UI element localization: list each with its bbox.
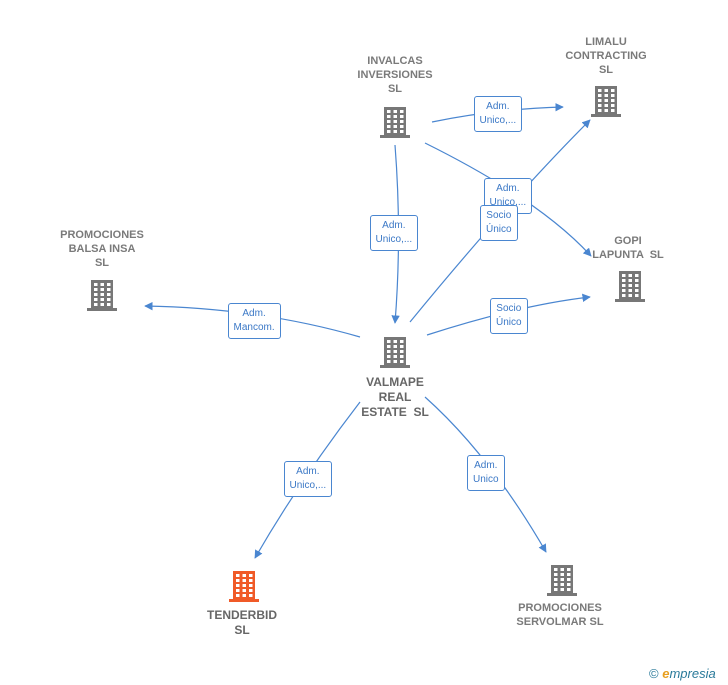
node-label-promobalsa[interactable]: PROMOCIONES BALSA INSA SL (60, 229, 144, 269)
node-label-servolmar[interactable]: PROMOCIONES SERVOLMAR SL (516, 602, 604, 628)
node-label-invalcas[interactable]: INVALCAS INVERSIONES SL (357, 55, 433, 95)
edge-label-valmape-tenderbid[interactable]: Adm. Unico,... (283, 461, 333, 497)
edge-label-valmape-gopi[interactable]: Socio Único (490, 298, 528, 334)
building-icon[interactable] (87, 280, 117, 311)
node-label-limalu[interactable]: LIMALU CONTRACTING SL (565, 36, 647, 76)
building-icon[interactable] (229, 571, 259, 602)
node-label-valmape[interactable]: VALMAPE REAL ESTATE SL (361, 375, 429, 419)
edge-label-invalcas-valmape[interactable]: Adm. Unico,... (369, 215, 419, 251)
edge-label-valmape-limalu[interactable]: Socio Único (480, 205, 518, 241)
building-icon[interactable] (380, 337, 410, 368)
brand-initial: e (662, 666, 670, 681)
copyright-symbol: © (649, 666, 659, 681)
brand-footer: © empresia (649, 666, 716, 681)
building-icon[interactable] (380, 107, 410, 138)
edge-label-valmape-promobalsa[interactable]: Adm. Mancom. (227, 303, 281, 339)
edge-label-valmape-servolmar[interactable]: Adm. Unico (467, 455, 505, 491)
building-icon[interactable] (547, 565, 577, 596)
node-label-gopi[interactable]: GOPI LAPUNTA SL (592, 235, 664, 261)
brand-name: mpresia (669, 666, 716, 681)
building-icon[interactable] (591, 86, 621, 117)
edge-label-invalcas-limalu[interactable]: Adm. Unico,... (473, 96, 523, 132)
node-label-tenderbid[interactable]: TENDERBID SL (206, 608, 277, 637)
building-icon[interactable] (615, 271, 645, 302)
